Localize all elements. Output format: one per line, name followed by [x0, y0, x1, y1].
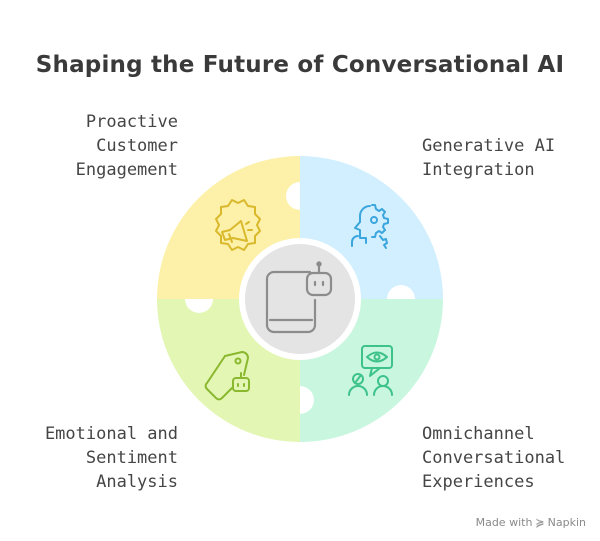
- megaphone-gear-icon: [215, 199, 261, 251]
- label-line: Analysis: [96, 472, 178, 492]
- center-circle: [239, 238, 361, 360]
- label-proactive-engagement: Proactive Customer Engagement: [76, 110, 178, 182]
- watermark-brand: Napkin: [547, 516, 586, 529]
- label-line: Conversational: [422, 448, 566, 468]
- label-line: Customer: [96, 136, 178, 156]
- diagram-title: Shaping the Future of Conversational AI: [35, 52, 565, 78]
- napkin-logo-icon: ≽: [535, 516, 545, 529]
- label-line: Experiences: [422, 472, 535, 492]
- label-line: Integration: [422, 160, 535, 180]
- head-gear-icon: [351, 204, 389, 249]
- watermark-prefix: Made with: [475, 516, 533, 529]
- people-eye-icon: [348, 345, 393, 396]
- robot-device-icon: [265, 261, 333, 334]
- label-sentiment-analysis: Emotional and Sentiment Analysis: [45, 422, 178, 494]
- watermark: Made with≽Napkin: [476, 516, 586, 529]
- label-omnichannel: Omnichannel Conversational Experiences: [422, 422, 565, 494]
- label-line: Omnichannel: [422, 424, 535, 444]
- label-line: Proactive: [85, 112, 178, 132]
- label-line: Engagement: [75, 160, 178, 180]
- tag-robot-icon: [204, 351, 250, 401]
- label-line: Sentiment: [85, 448, 178, 468]
- label-generative-ai: Generative AI Integration: [422, 134, 555, 182]
- label-line: Generative AI: [422, 136, 556, 156]
- label-line: Emotional and: [44, 424, 178, 444]
